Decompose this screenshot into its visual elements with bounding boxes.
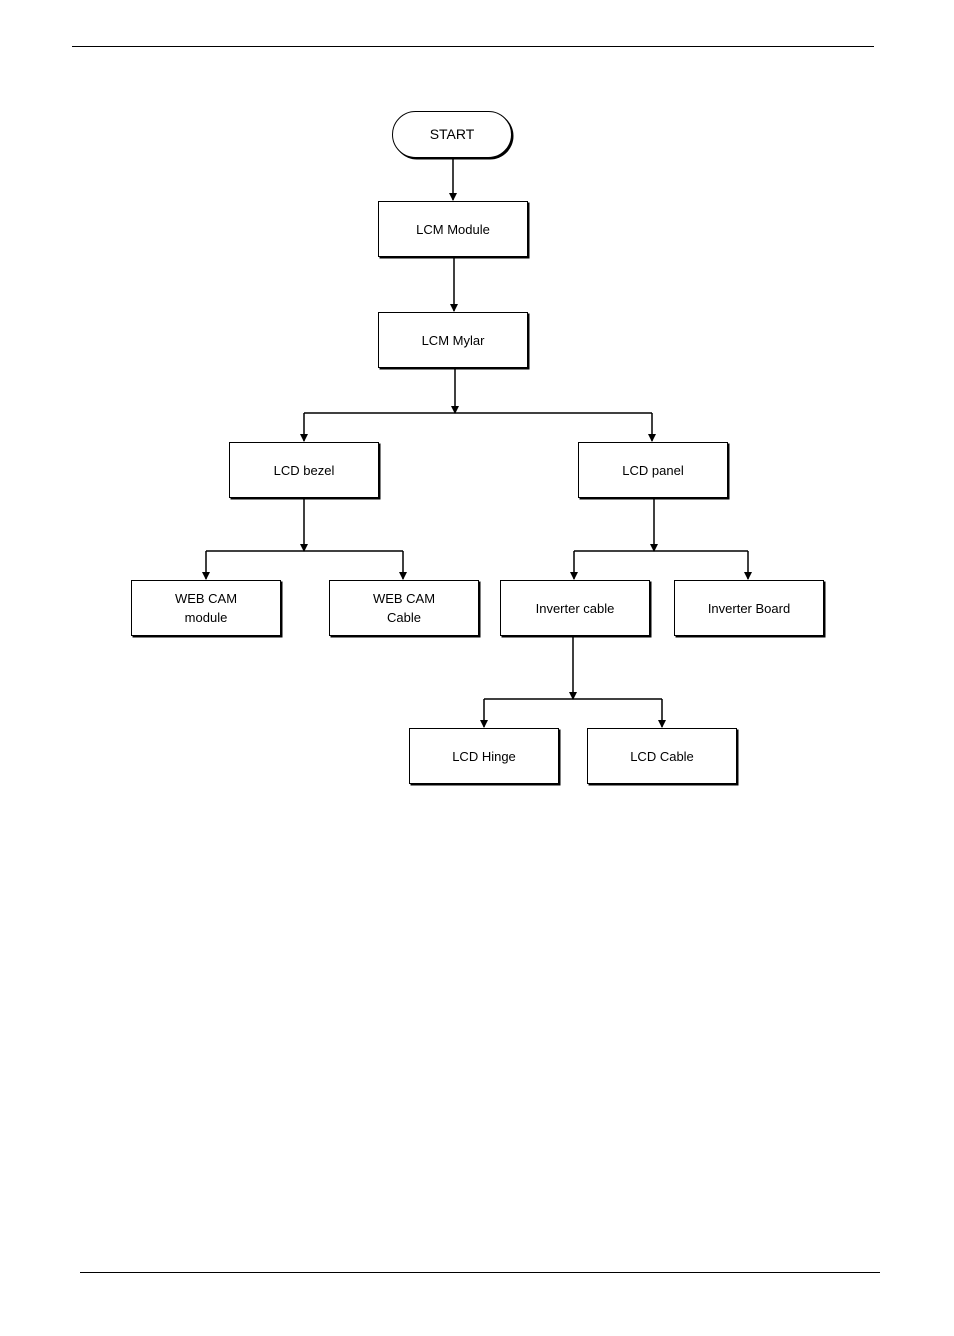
inverter-cable-node: Inverter cable [500,580,650,636]
start-label: START [430,125,475,144]
lcd-panel-node: LCD panel [578,442,728,498]
inverter-board-node: Inverter Board [674,580,824,636]
lcm-module-label: LCM Module [416,220,490,239]
webcam-cable-node: WEB CAM Cable [329,580,479,636]
webcam-cable-label-line1: WEB CAM [373,589,435,608]
lcd-bezel-node: LCD bezel [229,442,379,498]
webcam-cable-label-line2: Cable [387,608,421,627]
lcd-cable-label: LCD Cable [630,747,694,766]
inverter-cable-label: Inverter cable [536,599,615,618]
webcam-module-node: WEB CAM module [131,580,281,636]
inverter-board-label: Inverter Board [708,599,790,618]
lcd-cable-node: LCD Cable [587,728,737,784]
lcm-mylar-node: LCM Mylar [378,312,528,368]
webcam-module-label-line1: WEB CAM [175,589,237,608]
lcd-hinge-node: LCD Hinge [409,728,559,784]
start-node: START [392,111,512,158]
lcm-module-node: LCM Module [378,201,528,257]
lcd-panel-label: LCD panel [622,461,683,480]
lcd-hinge-label: LCD Hinge [452,747,516,766]
footer-rule [80,1272,880,1273]
webcam-module-label-line2: module [185,608,228,627]
lcm-mylar-label: LCM Mylar [422,331,485,350]
lcd-bezel-label: LCD bezel [274,461,335,480]
